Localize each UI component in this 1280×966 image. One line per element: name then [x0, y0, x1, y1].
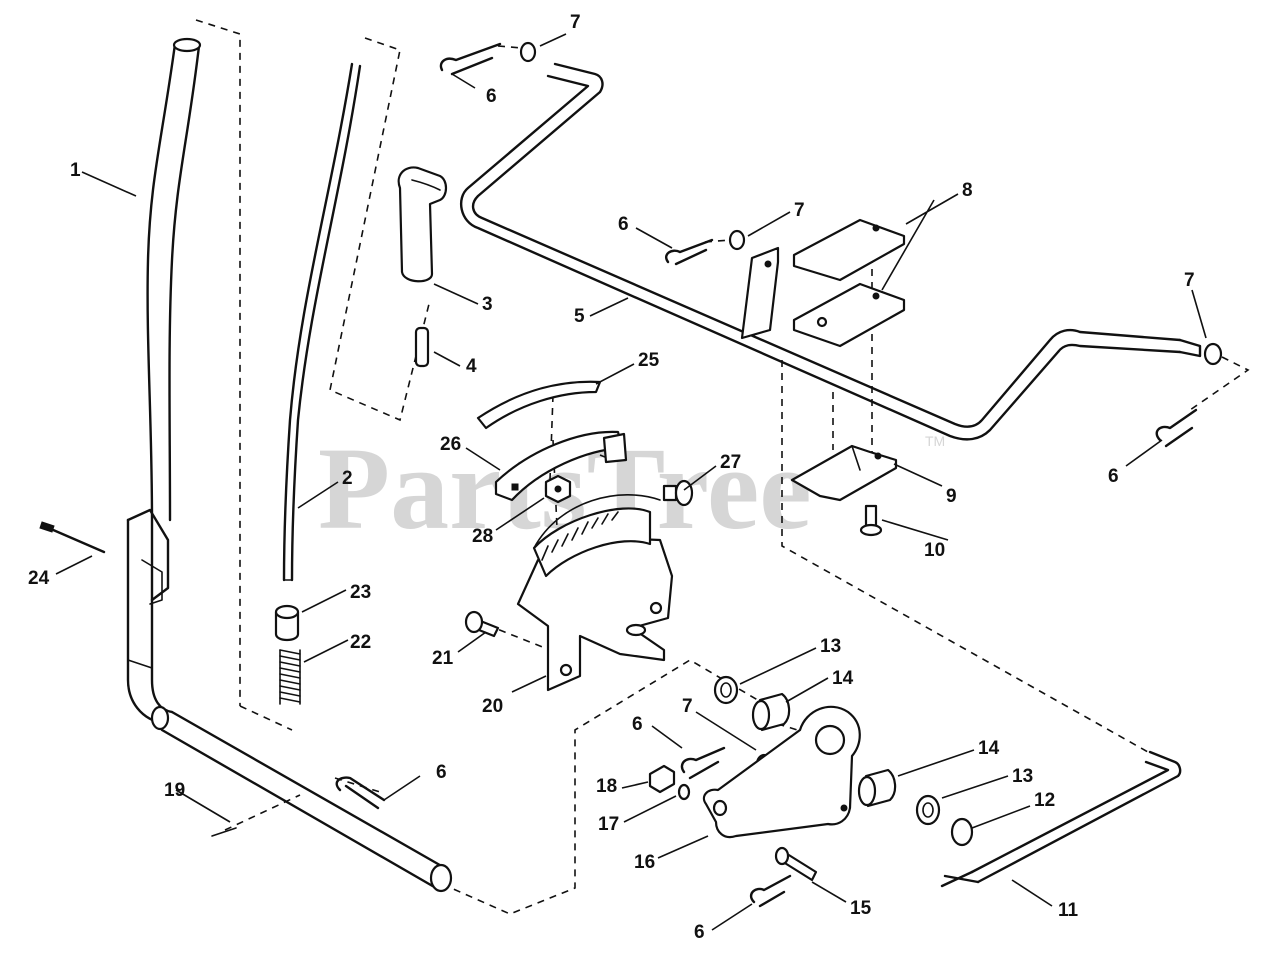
part-16-bracket-plate	[702, 705, 861, 839]
callout-9: 9	[946, 486, 957, 507]
part-10-bolt	[859, 504, 883, 537]
linkage-rod-bracket	[740, 246, 780, 340]
part-18-nut	[648, 764, 676, 794]
callout-1: 1	[70, 160, 81, 181]
callout-6-mid: 6	[618, 214, 629, 235]
part-11-rod	[940, 750, 1182, 888]
callout-6-top: 6	[486, 86, 497, 107]
callout-13-upper: 13	[820, 636, 841, 657]
part-2-shift-rod	[282, 62, 362, 582]
part-4-pin	[414, 326, 430, 368]
callout-24: 24	[28, 568, 50, 589]
part-28-nut	[544, 474, 572, 504]
part-26-guide	[494, 430, 628, 502]
callout-20: 20	[482, 696, 503, 717]
part-6-hairpin-clip-lower-left	[335, 776, 386, 810]
part-20-quadrant-bracket	[516, 494, 674, 692]
part-27-screw	[662, 479, 694, 507]
part-7-washer-mid	[728, 229, 746, 251]
callout-10: 10	[924, 540, 945, 561]
callout-19: 19	[164, 780, 185, 801]
callout-14-upper: 14	[832, 668, 854, 689]
callout-7-bracket: 7	[682, 696, 693, 717]
callout-23: 23	[350, 582, 371, 603]
part-6-hairpin-clip-right	[1155, 408, 1198, 448]
callout-6-right: 6	[1108, 466, 1119, 487]
part-12-ring	[950, 817, 974, 847]
part-7-washer-right	[1178, 338, 1223, 366]
part-23-collar	[274, 604, 300, 642]
callout-25: 25	[638, 350, 660, 371]
callout-4: 4	[466, 356, 477, 377]
part-19-pin	[211, 827, 237, 837]
callout-15: 15	[850, 898, 872, 919]
part-13-washer-lower	[915, 794, 941, 826]
callout-22: 22	[350, 632, 371, 653]
part-7-washer-top	[519, 41, 537, 63]
callout-3: 3	[482, 294, 493, 315]
part-13-washer-upper	[713, 675, 739, 705]
part-22-spring	[279, 649, 301, 705]
watermark-trademark: TM	[925, 433, 945, 449]
callout-7-right: 7	[1184, 270, 1195, 291]
callout-28: 28	[472, 526, 493, 547]
part-6-hairpin-clip-bracket	[680, 746, 726, 780]
part-1-shift-lever-tube	[126, 37, 453, 893]
callout-27: 27	[720, 452, 741, 473]
part-25-strip	[476, 380, 602, 430]
callout-6-lower-left: 6	[436, 762, 447, 783]
callout-7-mid: 7	[794, 200, 805, 221]
part-9-bracket	[790, 444, 898, 502]
part-6-hairpin-clip-mid	[665, 238, 714, 266]
callout-6-bracket: 6	[632, 714, 643, 735]
callout-6-bottom: 6	[694, 922, 705, 943]
part-3-shift-knob	[397, 166, 448, 283]
callout-2: 2	[342, 468, 353, 489]
leader-lines	[55, 33, 1207, 931]
part-14-bushing-upper	[751, 692, 791, 732]
callout-12: 12	[1034, 790, 1055, 811]
callout-17: 17	[598, 814, 619, 835]
part-8-plates	[792, 218, 906, 348]
callout-8: 8	[962, 180, 973, 201]
callout-21: 21	[432, 648, 454, 669]
callout-16: 16	[634, 852, 655, 873]
callout-13-lower: 13	[1012, 766, 1033, 787]
part-6-hairpin-clip-top	[439, 42, 502, 76]
part-14-bushing-lower	[857, 768, 897, 808]
part-15-stud	[774, 846, 818, 882]
callout-5: 5	[574, 306, 585, 327]
part-5-linkage-rod	[459, 62, 1182, 441]
part-6-hairpin-clip-bottom	[749, 874, 792, 908]
callout-26: 26	[440, 434, 461, 455]
part-24-pin	[39, 521, 106, 554]
part-21-bolt	[464, 610, 500, 638]
callout-7-top: 7	[570, 12, 581, 33]
callout-labels: 1 2 3 4 5 6 6 6 6 6 6 7 7 7 7 8 9 10 11 …	[28, 12, 1195, 943]
part-17-washer	[677, 783, 691, 801]
callout-11: 11	[1058, 900, 1079, 921]
callout-14-lower: 14	[978, 738, 1000, 759]
callout-18: 18	[596, 776, 617, 797]
